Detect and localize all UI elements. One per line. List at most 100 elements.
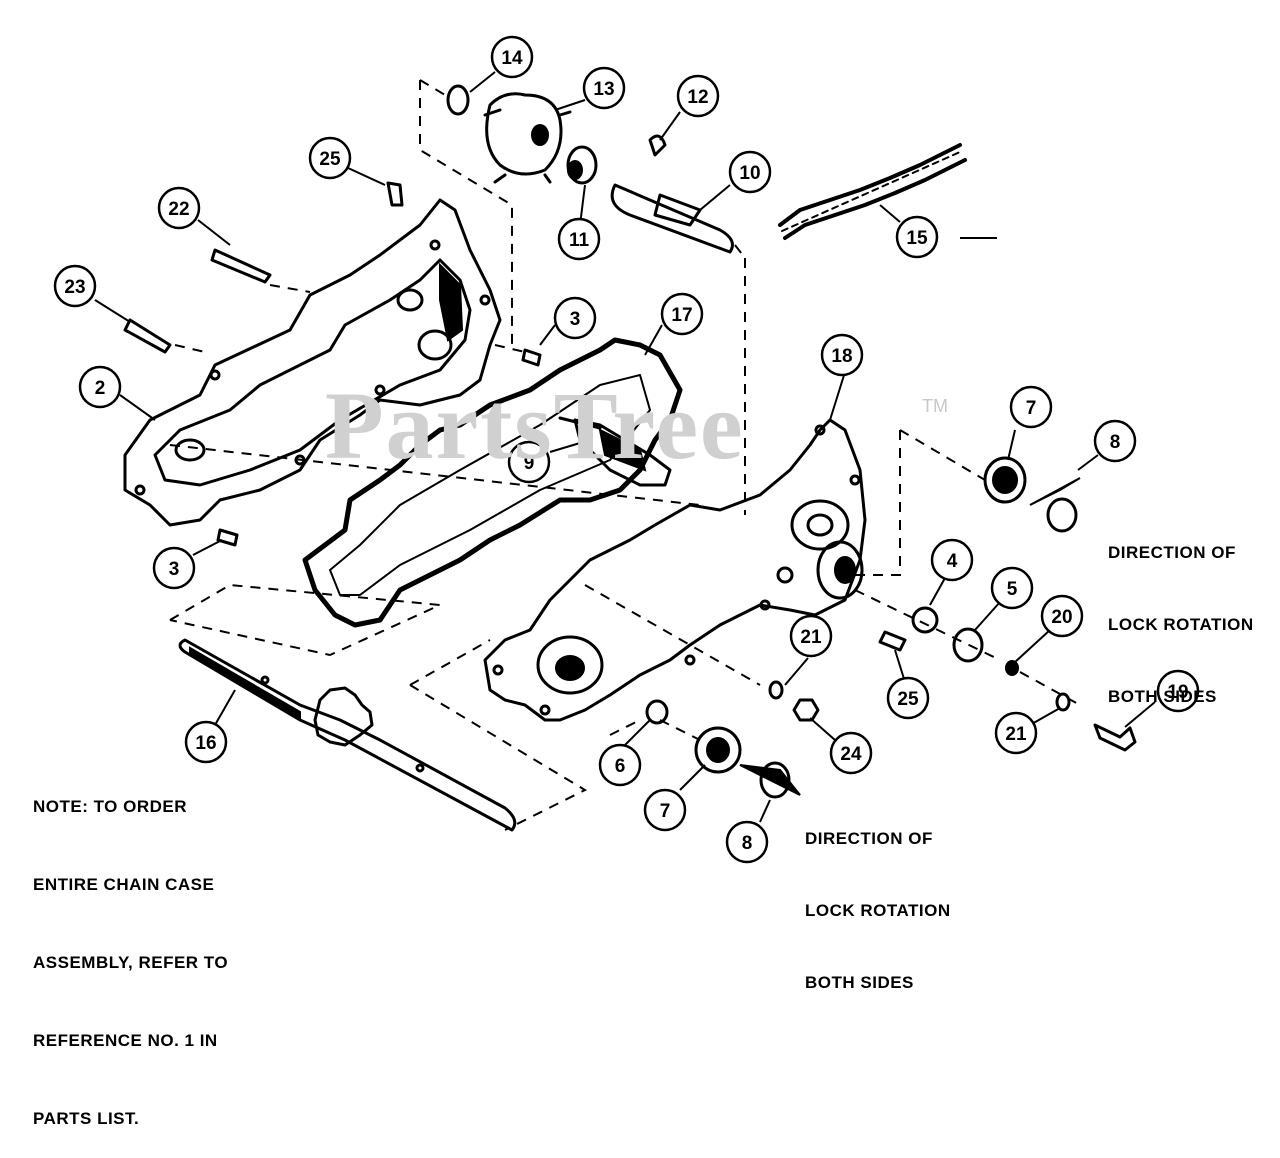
callout-number: 25 (897, 689, 919, 710)
callout-6: 6 (598, 743, 642, 787)
callout-number: 8 (742, 833, 753, 854)
callout-number: 23 (64, 277, 85, 298)
callout-circle (725, 820, 769, 864)
note-line: ENTIRE CHAIN CASE (33, 875, 215, 894)
callout-3: 3 (553, 296, 597, 340)
callout-number: 19 (1167, 682, 1188, 703)
callout-number: 12 (687, 87, 708, 108)
callout-circle (829, 731, 873, 775)
drive-chain (778, 143, 967, 240)
callout-19: 19 (1156, 669, 1200, 713)
callout-number: 16 (195, 733, 216, 754)
callout-12: 12 (676, 74, 720, 118)
callout-circle (184, 720, 228, 764)
callout-8: 8 (725, 820, 769, 864)
callout-4: 4 (930, 538, 974, 582)
callout-circle (598, 743, 642, 787)
callout-7: 7 (1009, 385, 1053, 429)
callout-number: 3 (570, 309, 581, 330)
callout-circle (1009, 385, 1053, 429)
lock-rotation-note-top: DIRECTION OF LOCK ROTATION BOTH SIDES (1108, 493, 1254, 733)
note-line: LOCK ROTATION (805, 901, 951, 920)
callout-circle (582, 66, 626, 110)
callout-number: 3 (169, 559, 180, 580)
callout-circle (507, 440, 551, 484)
callout-number: 8 (1110, 432, 1121, 453)
callout-9: 9 (507, 440, 551, 484)
pinion-shaft (558, 416, 672, 487)
callout-2: 2 (78, 365, 122, 409)
chain-case-right-half (483, 418, 867, 722)
leader-lines (94, 71, 1156, 823)
callout-circle (1093, 419, 1137, 463)
callout-circle (553, 296, 597, 340)
callout-circle (676, 74, 720, 118)
callout-22: 22 (157, 186, 201, 230)
callout-number: 21 (1005, 724, 1027, 745)
callout-number: 6 (615, 756, 626, 777)
chain-case-left-half (123, 198, 502, 527)
callout-17: 17 (660, 292, 704, 336)
callout-number: 4 (947, 551, 958, 572)
callout-circle (1156, 669, 1200, 713)
callout-7: 7 (643, 788, 687, 832)
callout-circle (728, 150, 772, 194)
note-line: DIRECTION OF (1108, 543, 1236, 562)
callout-3: 3 (152, 546, 196, 590)
callout-circle (789, 614, 833, 658)
note-line: DIRECTION OF (805, 829, 933, 848)
callout-20: 20 (1040, 594, 1084, 638)
callout-number: 17 (671, 305, 692, 326)
callout-25: 25 (308, 136, 352, 180)
callout-25: 25 (886, 676, 930, 720)
callout-circle (994, 711, 1038, 755)
callout-number: 20 (1051, 607, 1072, 628)
callout-13: 13 (582, 66, 626, 110)
note-line: ASSEMBLY, REFER TO (33, 953, 229, 972)
callout-number: 25 (319, 149, 341, 170)
lock-rotation-note-bottom: DIRECTION OF LOCK ROTATION BOTH SIDES (805, 779, 951, 1019)
callout-number: 7 (660, 801, 671, 822)
callout-14: 14 (490, 35, 534, 79)
callout-15: 15 (895, 215, 939, 259)
callout-24: 24 (829, 731, 873, 775)
chain-case-order-note: NOTE: TO ORDER ENTIRE CHAIN CASE ASSEMBL… (33, 742, 228, 1158)
callout-circle (557, 217, 601, 261)
callout-circle (308, 136, 352, 180)
callout-circle (660, 292, 704, 336)
note-line: LOCK ROTATION (1108, 615, 1254, 634)
callout-circle (152, 546, 196, 590)
callout-number: 18 (831, 346, 852, 367)
note-line: NOTE: TO ORDER (33, 797, 188, 816)
watermark: PartsTree (325, 372, 745, 479)
callout-number: 15 (906, 228, 928, 249)
note-line: BOTH SIDES (1108, 687, 1217, 706)
callout-circle (930, 538, 974, 582)
callout-circle (78, 365, 122, 409)
callout-circle (1040, 594, 1084, 638)
callout-number: 13 (593, 79, 614, 100)
callout-18: 18 (820, 333, 864, 377)
callout-21: 21 (994, 711, 1038, 755)
assembly-guide-lines (169, 79, 1081, 831)
callout-number: 24 (840, 744, 862, 765)
callout-circle (990, 566, 1034, 610)
callout-23: 23 (53, 264, 97, 308)
callout-number: 22 (168, 199, 189, 220)
lower-axle (178, 638, 517, 832)
callout-circle (157, 186, 201, 230)
callout-10: 10 (728, 150, 772, 194)
hardware-parts (123, 181, 1137, 799)
callout-5: 5 (990, 566, 1034, 610)
callout-circle (820, 333, 864, 377)
upper-shaft-assembly (446, 84, 734, 254)
note-line: PARTS LIST. (33, 1109, 140, 1128)
note-line: BOTH SIDES (805, 973, 914, 992)
callout-circle (490, 35, 534, 79)
callout-number: 14 (501, 48, 523, 69)
gasket (302, 337, 683, 628)
callout-number: 5 (1007, 579, 1018, 600)
callout-number: 7 (1026, 398, 1037, 419)
callout-circle (895, 215, 939, 259)
